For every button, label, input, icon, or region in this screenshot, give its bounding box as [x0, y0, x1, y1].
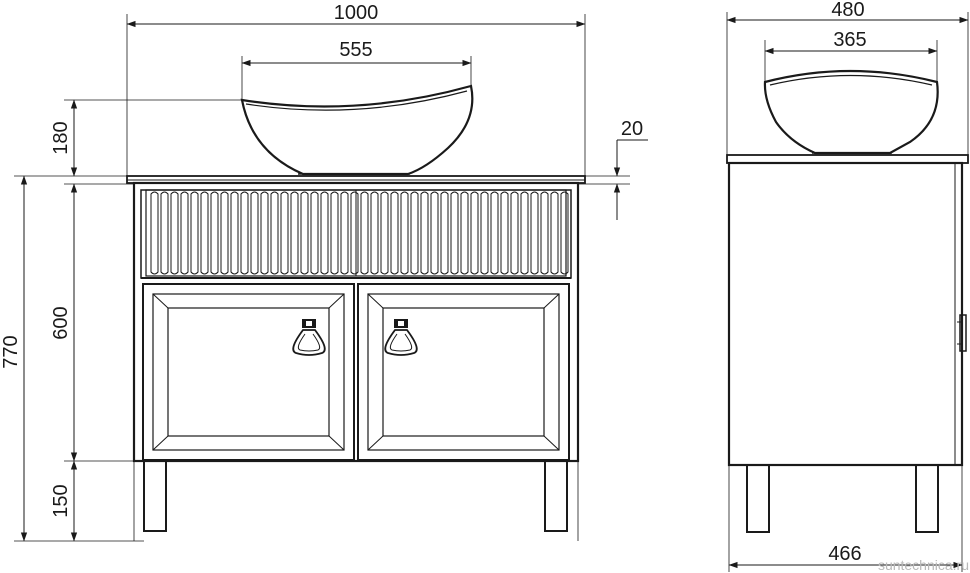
flute: [440, 191, 449, 275]
side-leg-right: [915, 464, 939, 533]
dim-top-thickness: 20: [621, 118, 643, 140]
handle-right-icon: [384, 319, 418, 356]
flute: [210, 191, 219, 275]
flute: [510, 191, 519, 275]
door-left: [142, 283, 355, 461]
watermark: suntechnica.ru: [878, 557, 969, 573]
flute: [400, 191, 409, 275]
flute: [410, 191, 419, 275]
leg-left: [143, 460, 167, 532]
flute: [230, 191, 239, 275]
flute: [150, 191, 159, 275]
dim-body-height: 600: [50, 306, 72, 339]
flute: [520, 191, 529, 275]
flute: [310, 191, 319, 275]
flute: [190, 191, 199, 275]
side-countertop: [726, 154, 969, 164]
flute: [530, 191, 539, 275]
flute: [280, 191, 289, 275]
front-view: 1000 555 20 180 770 600 150: [0, 2, 648, 542]
flute: [240, 191, 249, 275]
flute: [160, 191, 169, 275]
flute: [290, 191, 299, 275]
dim-bowl-depth: 365: [833, 29, 866, 51]
flute: [360, 191, 369, 275]
flute: [420, 191, 429, 275]
flute: [450, 191, 459, 275]
dim-width-total: 1000: [334, 2, 379, 24]
flute: [220, 191, 229, 275]
flute: [540, 191, 549, 275]
flute: [260, 191, 269, 275]
flute: [180, 191, 189, 275]
flute: [480, 191, 489, 275]
flute: [460, 191, 469, 275]
dim-bowl-width: 555: [339, 39, 372, 61]
flute: [270, 191, 279, 275]
side-bowl-outline: [763, 69, 939, 155]
dimension-lines: [20, 20, 648, 542]
flute: [490, 191, 499, 275]
dim-bowl-height: 180: [50, 121, 72, 154]
extension-lines: [14, 14, 630, 542]
dim-total-height: 770: [0, 335, 22, 368]
dim-body-depth: 466: [828, 543, 861, 565]
handle-left-icon: [292, 319, 326, 356]
leg-right: [544, 460, 568, 532]
flute: [430, 191, 439, 275]
side-view: 480 365 466: [726, 0, 969, 572]
flute: [200, 191, 209, 275]
bowl-outline: [240, 84, 474, 176]
flute: [250, 191, 259, 275]
cabinet-body: [132, 181, 580, 463]
side-cabinet-body: [727, 161, 964, 467]
flute: [470, 191, 479, 275]
flute: [560, 191, 569, 275]
dim-depth-total: 480: [831, 0, 864, 21]
flute: [330, 191, 339, 275]
door-right: [357, 283, 570, 461]
flute: [550, 191, 559, 275]
flute: [350, 191, 359, 275]
fluted-panel: [145, 189, 569, 277]
flute: [390, 191, 399, 275]
flute: [370, 191, 379, 275]
flute: [380, 191, 389, 275]
flute: [320, 191, 329, 275]
side-leg-left: [746, 464, 770, 533]
side-handle-icon: [957, 314, 967, 352]
flute: [170, 191, 179, 275]
dim-leg-height: 150: [50, 484, 72, 517]
flute: [300, 191, 309, 275]
flute: [340, 191, 349, 275]
flute: [500, 191, 509, 275]
